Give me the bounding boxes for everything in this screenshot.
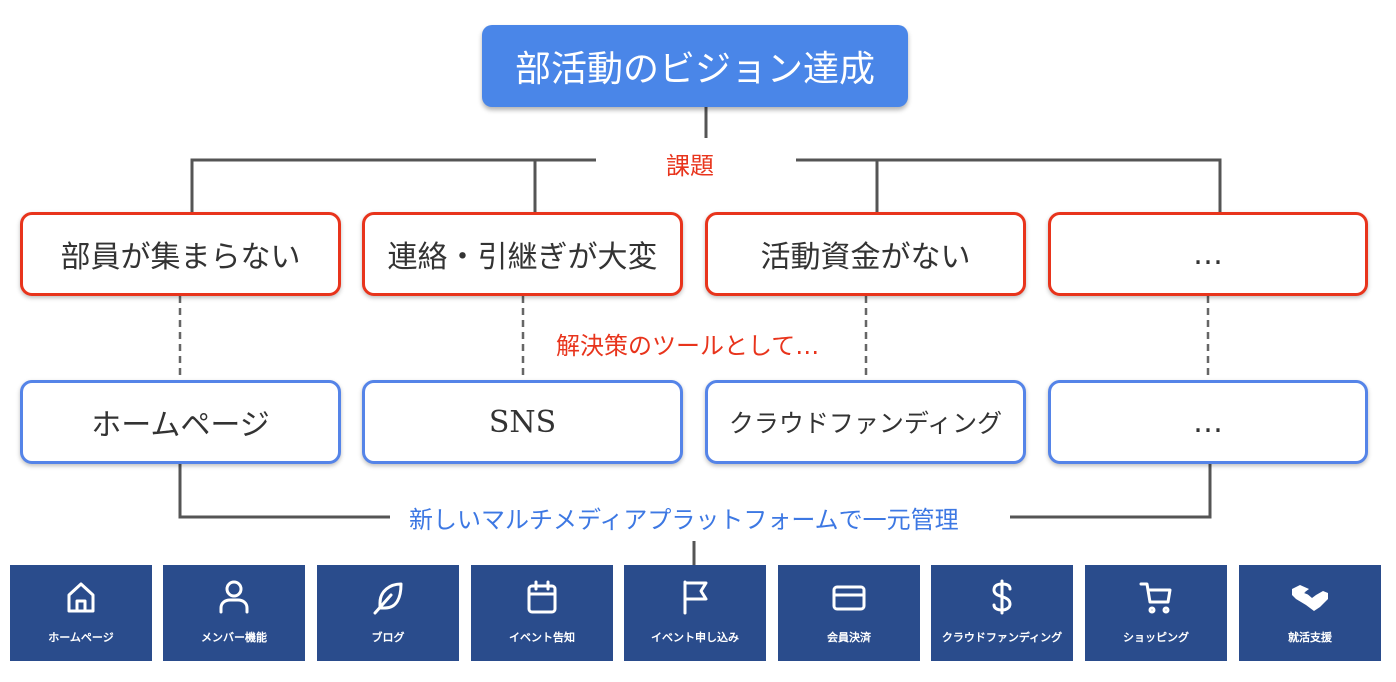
solution-box-1: ホームページ	[20, 380, 341, 464]
problem-text: …	[1193, 236, 1223, 272]
feature-label: ショッピング	[1123, 631, 1189, 644]
feature-label: 就活支援	[1288, 631, 1332, 644]
solution-box-3: クラウドファンディング	[705, 380, 1026, 464]
problem-box-2: 連絡・引継ぎが大変	[362, 212, 683, 296]
solutions-label: 解決策のツールとして…	[548, 331, 828, 361]
feature-tile-crowdfunding[interactable]: クラウドファンディング	[931, 565, 1073, 661]
problem-text: 連絡・引継ぎが大変	[387, 240, 658, 275]
problem-box-4: …	[1048, 212, 1368, 296]
feature-label: 会員決済	[827, 631, 871, 644]
feature-tile-event-signup[interactable]: イベント申し込み	[624, 565, 766, 661]
feature-label: ホームページ	[48, 631, 114, 644]
feature-tile-homepage[interactable]: ホームページ	[10, 565, 152, 661]
feature-label: メンバー機能	[201, 631, 267, 644]
credit-card-icon	[832, 585, 866, 611]
goal-text: 部活動のビジョン達成	[514, 49, 875, 90]
issues-label: 課題	[658, 151, 722, 181]
user-icon	[219, 580, 249, 614]
home-icon	[67, 582, 95, 613]
feature-label: ブログ	[371, 631, 405, 644]
solution-text: …	[1193, 404, 1223, 440]
feather-icon	[373, 582, 403, 615]
feature-label: イベント申し込み	[651, 631, 739, 644]
feature-label: イベント告知	[509, 631, 575, 644]
problem-box-1: 部員が集まらない	[20, 212, 341, 296]
platform-label: 新しいマルチメディアプラットフォームで一元管理	[401, 505, 967, 535]
problem-text: 活動資金がない	[760, 240, 971, 275]
solution-box-4: …	[1048, 380, 1368, 464]
feature-tile-job-support[interactable]: 就活支援	[1239, 565, 1381, 661]
dollar-icon	[992, 579, 1012, 615]
flag-icon	[683, 580, 708, 615]
feature-tile-events[interactable]: イベント告知	[471, 565, 613, 661]
feature-tile-blog[interactable]: ブログ	[317, 565, 459, 661]
problem-text: 部員が集まらない	[60, 240, 301, 275]
cart-icon	[1139, 582, 1172, 614]
solution-text: ホームページ	[91, 408, 270, 443]
feature-tile-members[interactable]: メンバー機能	[163, 565, 305, 661]
handshake-icon	[1292, 585, 1328, 611]
feature-tile-payment[interactable]: 会員決済	[778, 565, 920, 661]
feature-tile-shopping[interactable]: ショッピング	[1085, 565, 1227, 661]
solution-text: SNS	[488, 404, 557, 440]
solution-box-2: SNS	[362, 380, 683, 464]
problem-box-3: 活動資金がない	[705, 212, 1026, 296]
solution-text: クラウドファンディング	[728, 409, 1003, 438]
calendar-icon	[527, 580, 557, 614]
goal-box: 部活動のビジョン達成	[482, 25, 908, 107]
feature-label: クラウドファンディング	[941, 631, 1063, 644]
